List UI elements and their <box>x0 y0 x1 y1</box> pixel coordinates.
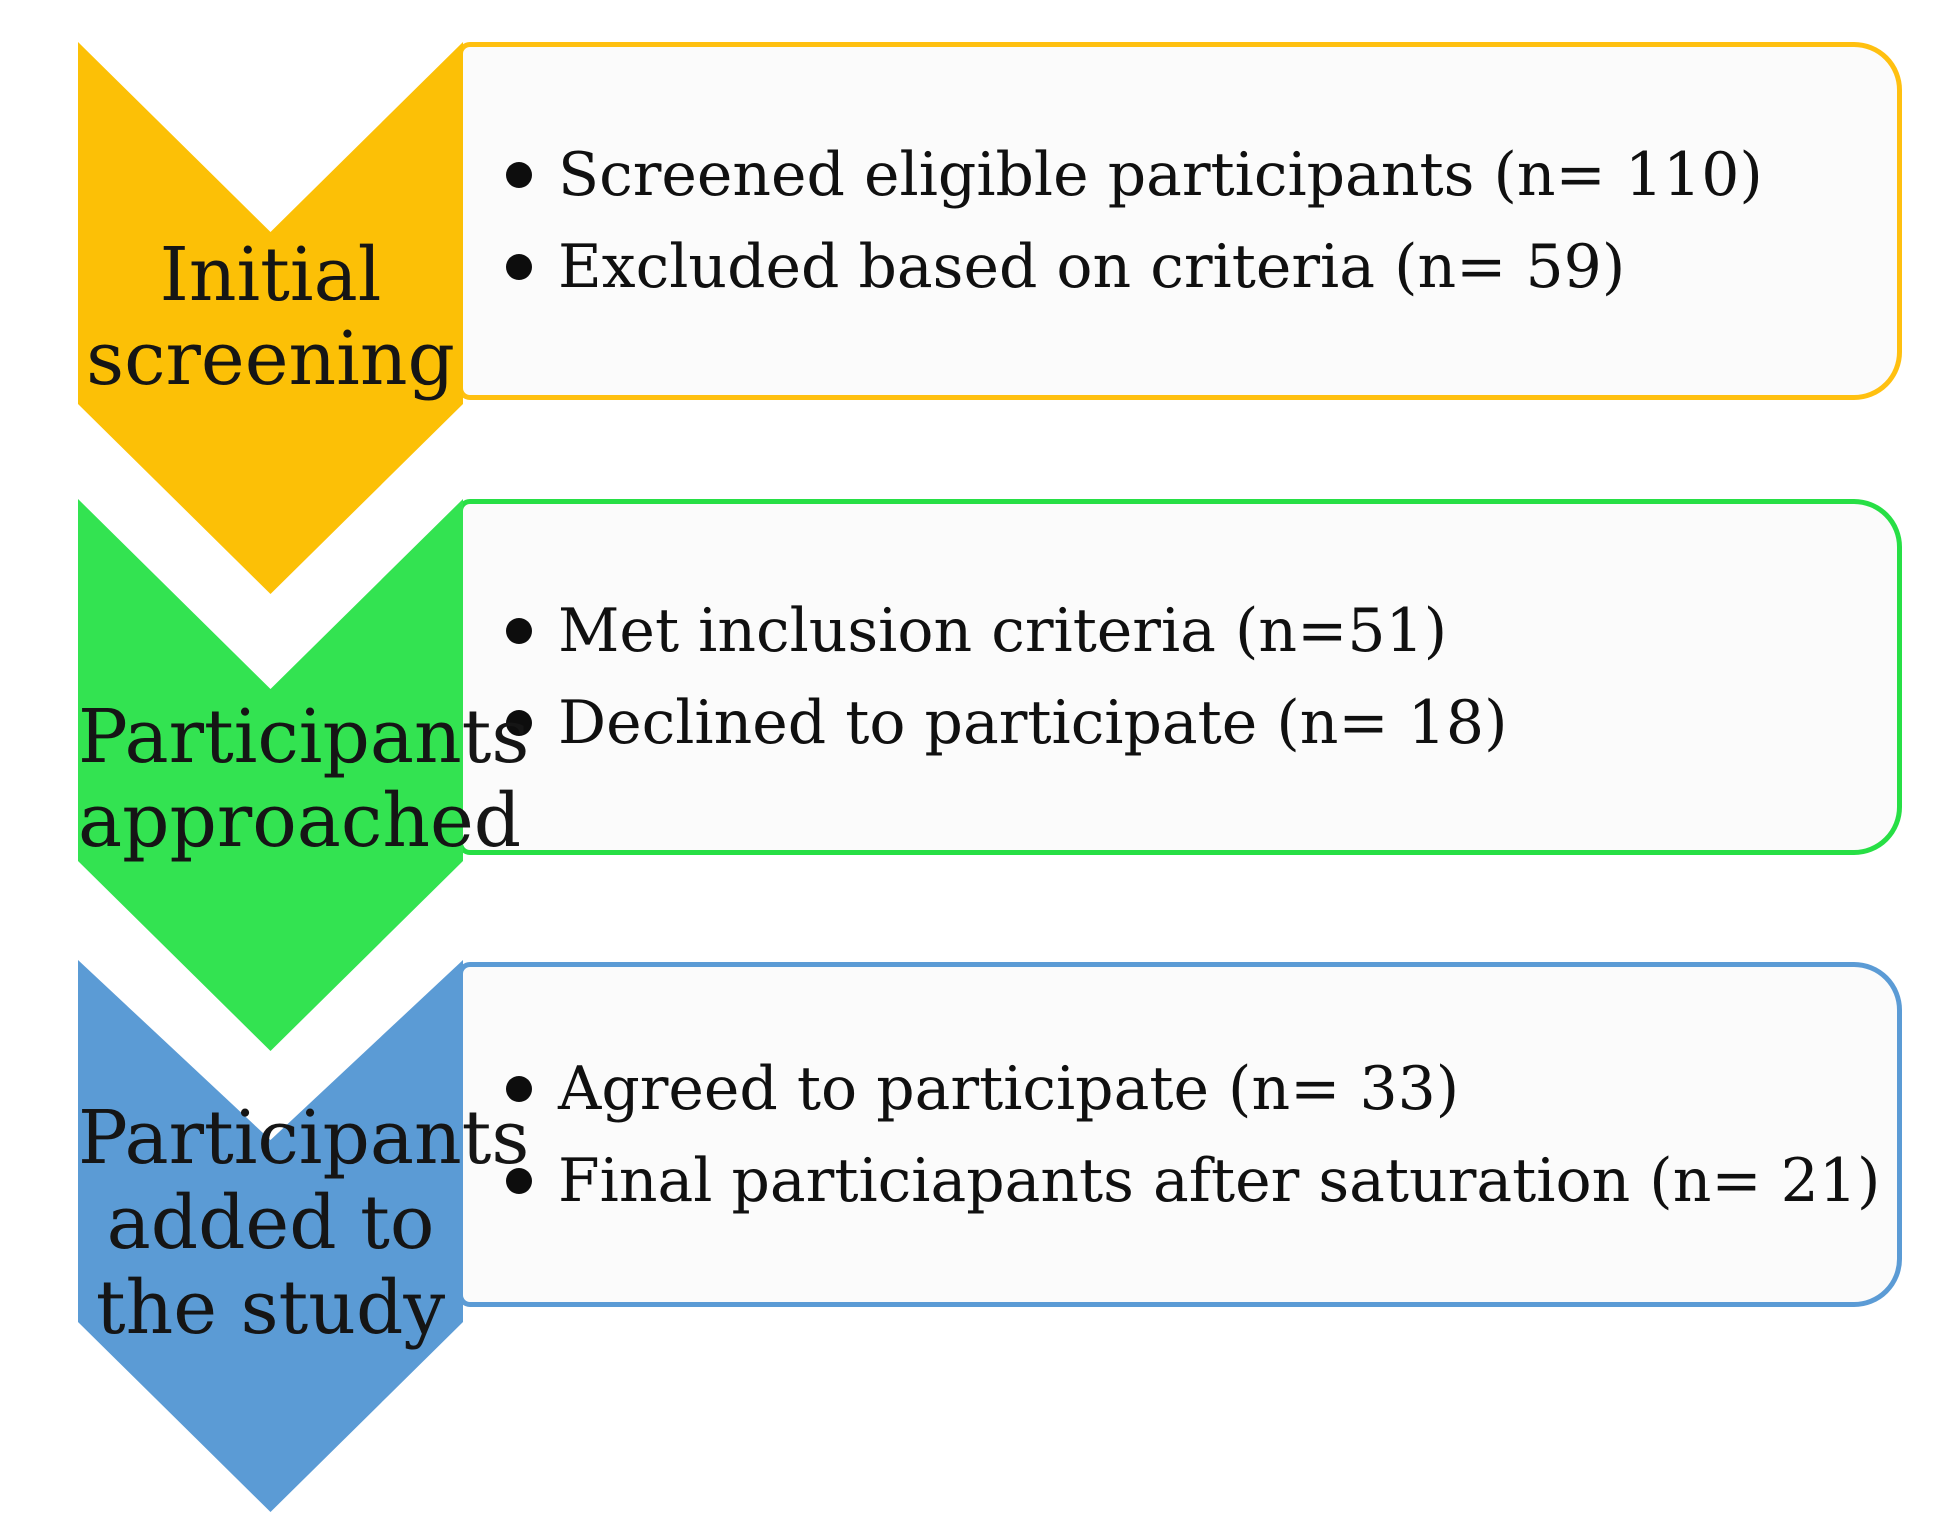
bullet-icon <box>506 162 532 188</box>
bullet-item: Agreed to participate (n= 33) <box>463 1043 1897 1135</box>
bullet-text: Screened eligible participants (n= 110) <box>558 140 1763 210</box>
stage-label-participants-added: Participants added to the study <box>78 1095 530 1351</box>
bullet-text: Excluded based on criteria (n= 59) <box>558 232 1626 302</box>
bullet-text: Final particiapants after saturation (n=… <box>558 1145 1881 1216</box>
stage-label-line: added to <box>106 1180 435 1266</box>
detail-box-participants-approached: Met inclusion criteria (n=51) Declined t… <box>458 499 1902 855</box>
stage-label-initial-screening: Initial screening <box>78 233 463 401</box>
bullet-icon <box>506 618 532 644</box>
stage-label-line: screening <box>86 316 455 402</box>
bullet-item: Final particiapants after saturation (n=… <box>463 1135 1897 1227</box>
bullet-text: Agreed to participate (n= 33) <box>558 1053 1460 1124</box>
stage-label-line: Participants <box>78 694 530 780</box>
bullet-item: Declined to participate (n= 18) <box>463 677 1897 769</box>
detail-box-initial-screening: Screened eligible participants (n= 110) … <box>458 42 1902 400</box>
bullet-icon <box>506 1167 532 1194</box>
bullet-text: Met inclusion criteria (n=51) <box>558 596 1448 666</box>
bullet-icon <box>506 710 532 736</box>
stage-label-line: approached <box>78 778 522 864</box>
bullet-text: Declined to participate (n= 18) <box>558 688 1508 758</box>
bullet-icon <box>506 254 532 280</box>
stage-label-participants-approached: Participants approached <box>78 694 530 864</box>
bullet-icon <box>506 1075 532 1102</box>
detail-box-participants-added: Agreed to participate (n= 33) Final part… <box>458 962 1902 1307</box>
stage-label-line: Participants <box>78 1095 530 1181</box>
stage-label-line: the study <box>95 1265 446 1351</box>
bullet-item: Screened eligible participants (n= 110) <box>463 129 1897 221</box>
bullet-item: Excluded based on criteria (n= 59) <box>463 221 1897 313</box>
bullet-item: Met inclusion criteria (n=51) <box>463 585 1897 677</box>
stage-label-line: Initial <box>159 232 382 318</box>
